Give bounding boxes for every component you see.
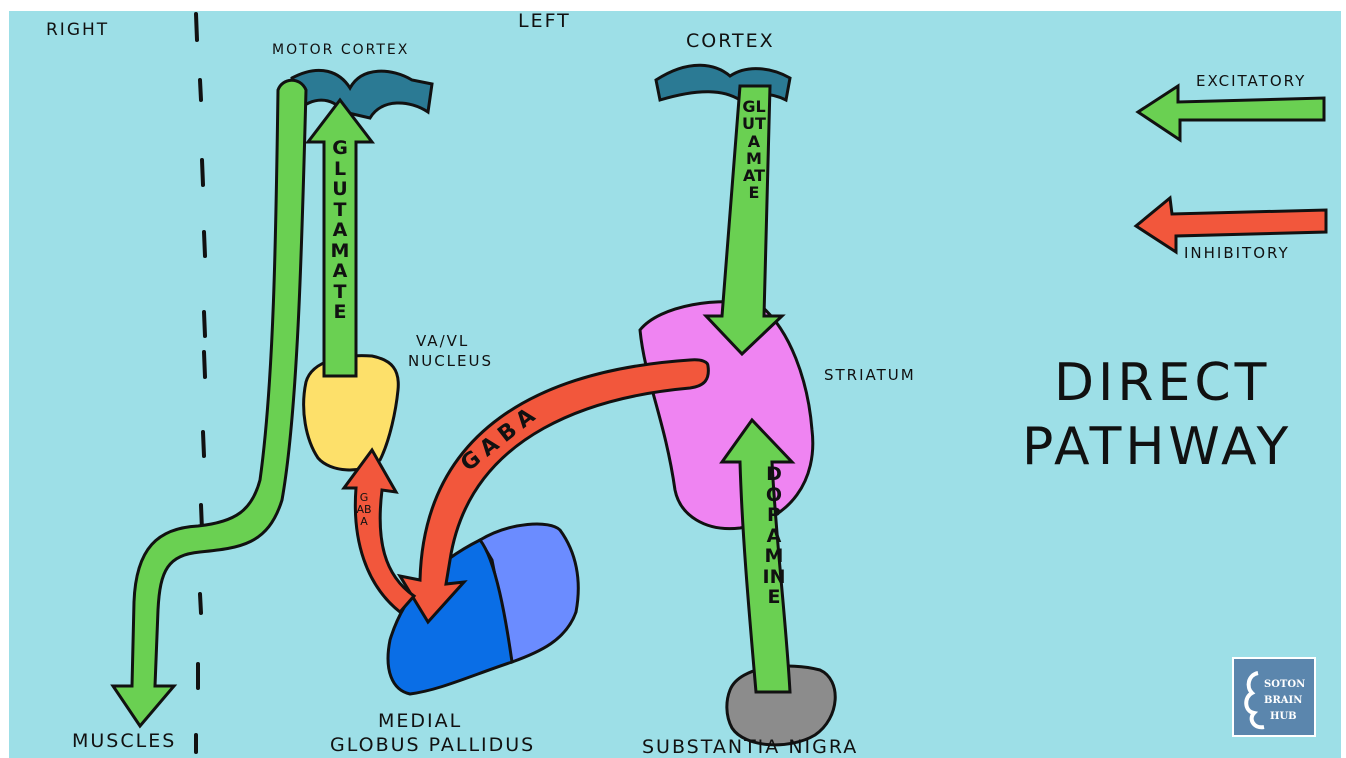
legend-excitatory-label: EXCITATORY [1196,72,1306,90]
glutamate-motor-label: GLUTAMATE [328,138,352,323]
legend-inhibitory-label: INHIBITORY [1184,244,1290,262]
left-hemisphere-label: LEFT [518,10,571,32]
va-vl-label: VA/VL [416,332,469,350]
cortex-label: CORTEX [686,30,775,52]
nucleus-label: NUCLEUS [408,352,493,370]
globus-pallidus-label: GLOBUS PALLIDUS [330,734,535,756]
glutamate-cortex-label: GLUTAMATE [742,98,766,202]
muscles-label: MUSCLES [72,730,176,752]
striatum-label: STRIATUM [824,366,916,384]
right-hemisphere-label: RIGHT [46,20,109,40]
logo-line-3: HUB [1270,711,1297,722]
title-line-1: DIRECT [1054,352,1270,414]
soton-brain-hub-logo: SOTON BRAIN HUB [1232,657,1316,737]
motor-cortex-label: MOTOR CORTEX [272,42,409,58]
dopamine-label: DOPAMINE [762,464,786,608]
substantia-nigra-label: SUBSTANTIA NIGRA [642,736,858,758]
medial-label: MEDIAL [378,710,462,732]
logo-line-2: BRAIN [1264,695,1302,706]
logo-line-1: SOTON [1264,679,1305,690]
gaba-small-label: GABA [356,492,372,528]
title-line-2: PATHWAY [1022,416,1292,478]
